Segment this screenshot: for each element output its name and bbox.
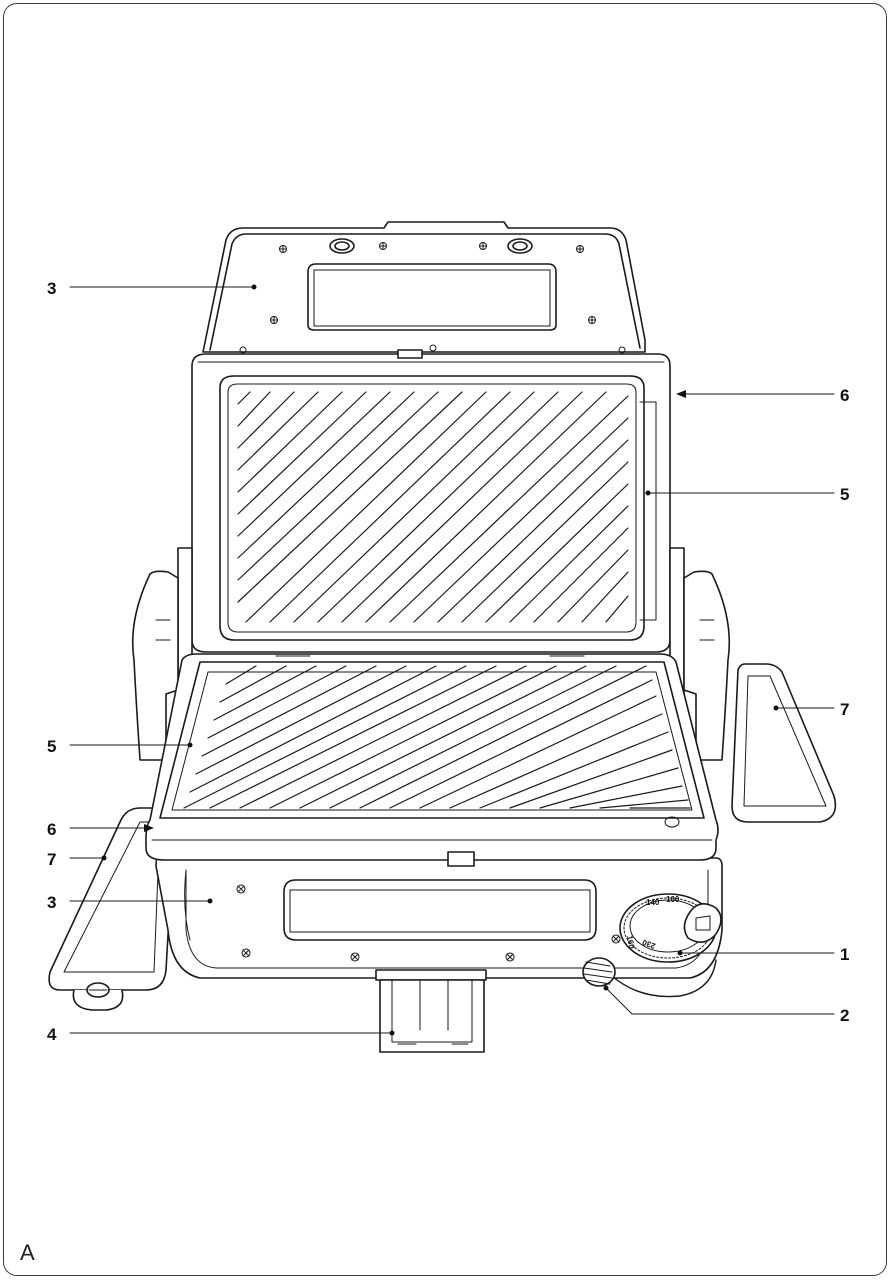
callout-lid-3: 3 bbox=[47, 279, 56, 298]
leader-dots bbox=[101, 284, 779, 1036]
callout-lower-plate-5: 5 bbox=[47, 737, 56, 756]
lower-base bbox=[155, 857, 723, 979]
lid-handle-opening bbox=[307, 263, 557, 331]
callout-foot-4: 4 bbox=[47, 1025, 57, 1044]
callout-lower-vent-6: 6 bbox=[47, 820, 56, 839]
callout-left-tray-7: 7 bbox=[47, 850, 56, 869]
dial-mark-140: 140 bbox=[646, 898, 660, 907]
base-handle-opening bbox=[283, 879, 597, 941]
power-cord bbox=[582, 957, 717, 998]
upper-plate-frame bbox=[191, 344, 671, 653]
lower-plate-frame bbox=[145, 653, 719, 867]
callout-upper-vent-6: 6 bbox=[840, 386, 849, 405]
tray-tab bbox=[72, 989, 124, 1011]
callout-thermostat-1: 1 bbox=[840, 945, 849, 964]
left-arm bbox=[131, 570, 179, 761]
callout-upper-plate-5: 5 bbox=[840, 485, 849, 504]
callout-cord-2: 2 bbox=[840, 1006, 849, 1025]
upper-plate-ribs bbox=[237, 391, 629, 623]
thermostat-dial: 140 100 160 230 bbox=[619, 893, 722, 963]
right-drip-tray bbox=[731, 663, 837, 823]
dial-mark-100: 100 bbox=[666, 895, 680, 904]
folding-foot bbox=[375, 969, 487, 1053]
callout-right-tray-7: 7 bbox=[840, 700, 849, 719]
dial-mark-230: 230 bbox=[641, 937, 657, 950]
upper-housing bbox=[202, 221, 646, 353]
figure-letter: A bbox=[20, 1240, 35, 1265]
lower-plate-ribs bbox=[183, 665, 691, 809]
page-frame bbox=[3, 3, 887, 1276]
callout-labels: 3 6 5 7 5 6 7 3 1 2 4 bbox=[47, 279, 849, 1044]
right-arm bbox=[683, 570, 731, 761]
callout-base-3: 3 bbox=[47, 893, 56, 912]
dial-mark-160: 160 bbox=[625, 935, 636, 950]
upper-plate-surface bbox=[219, 375, 645, 641]
leader-lines bbox=[69, 286, 835, 1034]
